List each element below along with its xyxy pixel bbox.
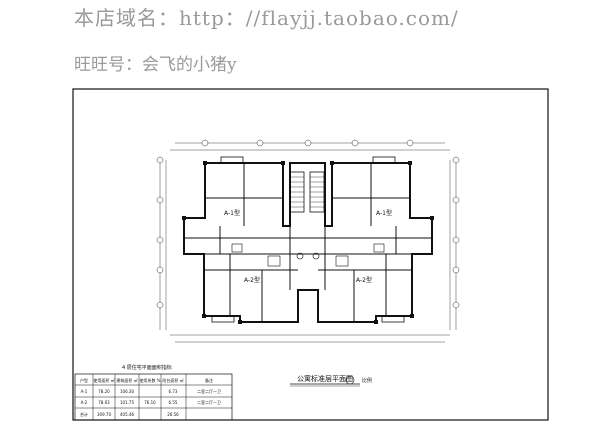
table-header: 备注 [205,377,213,383]
table-cell: 6.73 [169,389,178,394]
building-walls [183,156,433,323]
table-cell: A-2 [81,400,88,405]
table-cell: 76.10 [144,400,156,405]
unit-label: A-1型 [376,209,392,217]
table-cell: 二室二厅一卫 [197,388,221,394]
table-cell: 26.56 [167,412,179,417]
drawing-frame [72,88,549,421]
columns [182,161,434,324]
table-cell: 78.03 [98,400,110,405]
table-cell: 二室二厅一卫 [197,399,221,405]
table-cell: 78.20 [98,389,110,394]
unit-label: A-1型 [224,209,240,217]
wangwang-id-line: 旺旺号：会飞的小猪y [74,55,237,75]
grid-bubbles [156,139,460,309]
unit-label: A-2型 [356,276,372,284]
table-cell: 106.30 [120,389,134,394]
plan-title: 公寓标准层平面图 [297,374,353,383]
table-cell: 合计 [80,411,88,417]
dimension-lines [159,142,457,343]
table-header: 使用系数 % [139,377,160,383]
table-cell: 405.46 [120,412,134,417]
scale-badge: 比例 [362,377,372,384]
shop-domain-line: 本店域名：http：//flayjj.taobao.com/ [74,6,459,30]
unit-label: A-2型 [244,276,260,284]
table-header: 阳台面积 ㎡ [162,377,183,383]
table-cell: 101.75 [120,400,134,405]
table-cell: 6.55 [169,400,178,405]
table-header: 建筑面积 ㎡ [116,377,137,383]
table-title: 4 层住宅平面面积指标 [122,364,172,371]
scale-badge-icon [345,375,355,385]
table-cell: 309.70 [97,412,111,417]
area-table: 户型 使用面积 ㎡ 建筑面积 ㎡ 使用系数 % 阳台面积 ㎡ 备注 A-1 78… [74,373,233,421]
table-cell: A-1 [81,389,88,394]
table-header: 使用面积 ㎡ [93,377,114,383]
table-header: 户型 [80,377,88,383]
